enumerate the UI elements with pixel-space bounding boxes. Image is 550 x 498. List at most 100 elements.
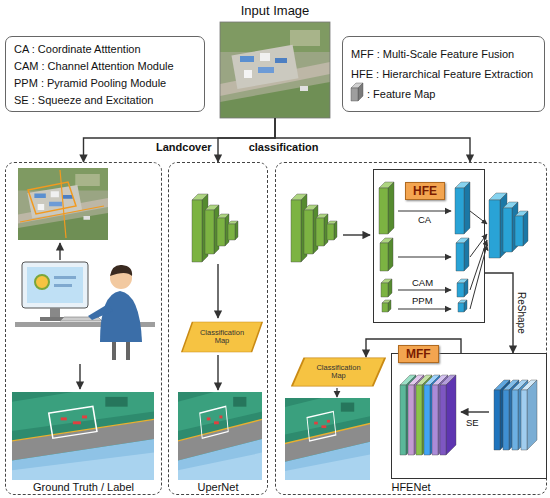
parallelogram-outline bbox=[292, 358, 385, 386]
feature-map bbox=[217, 218, 225, 246]
screen-icon bbox=[54, 276, 76, 279]
legend-line: CA : Coordinate Atttention bbox=[14, 41, 196, 58]
chair-leg bbox=[112, 342, 116, 360]
feature-map bbox=[291, 200, 301, 262]
person-body bbox=[100, 291, 142, 342]
input-image: Input Image bbox=[220, 22, 330, 118]
feature-map bbox=[503, 208, 512, 252]
legend-line: SE : Squeeze and Excitation bbox=[14, 92, 196, 109]
arrow bbox=[343, 234, 370, 235]
arrow bbox=[59, 243, 60, 260]
arrow bbox=[336, 388, 337, 397]
classification-map: Classification Map bbox=[181, 321, 263, 353]
feature-map bbox=[464, 279, 468, 297]
feature-map bbox=[380, 243, 388, 271]
feature-map bbox=[408, 385, 414, 455]
feature-map bbox=[382, 303, 388, 312]
classification-map: Classification Map bbox=[291, 357, 386, 387]
image-title: Input Image bbox=[180, 3, 370, 18]
feature-map bbox=[509, 380, 519, 450]
abbreviation-box: CA : Coordinate AtttentionCAM : Channel … bbox=[5, 36, 205, 112]
feature-map bbox=[512, 390, 518, 450]
panel-title: HFENet bbox=[276, 481, 546, 493]
feature-map bbox=[456, 243, 464, 271]
feature-map bbox=[192, 200, 202, 262]
feature-map bbox=[457, 283, 464, 297]
monitor bbox=[22, 262, 88, 308]
map-label: Classification Map bbox=[311, 364, 366, 381]
feature-map bbox=[228, 224, 235, 240]
connector bbox=[366, 339, 461, 357]
arrow bbox=[398, 289, 451, 290]
connector-label: ReShape bbox=[516, 292, 527, 334]
feature-map bbox=[388, 182, 394, 234]
operation-label: CA bbox=[418, 214, 431, 225]
feature-map bbox=[235, 221, 238, 240]
feature-map bbox=[440, 385, 446, 455]
feature-map bbox=[503, 390, 509, 450]
feature-map bbox=[388, 279, 392, 297]
monitor-screen bbox=[27, 267, 83, 303]
method-panel: UperNet Classification Map bbox=[168, 162, 268, 495]
ground-truth-map bbox=[12, 392, 154, 480]
feature-map bbox=[489, 200, 500, 258]
module-tag: HFE bbox=[405, 182, 445, 200]
screen-icon bbox=[35, 275, 49, 289]
feature-map bbox=[388, 238, 393, 271]
connector bbox=[275, 118, 470, 162]
chair-leg bbox=[126, 342, 130, 360]
feature-map bbox=[327, 224, 334, 240]
feature-map bbox=[464, 300, 467, 312]
module-box: MFF bbox=[391, 353, 547, 479]
annotation-outline bbox=[20, 170, 104, 238]
feature-map bbox=[523, 211, 528, 246]
feature-map bbox=[432, 385, 438, 455]
arrow bbox=[217, 355, 218, 390]
operation-label: CAM bbox=[412, 277, 433, 288]
person-hair bbox=[110, 265, 132, 276]
feature-map bbox=[527, 380, 537, 450]
feature-map bbox=[381, 283, 388, 297]
legend-line: : Feature Map bbox=[351, 84, 536, 104]
legend-line: MFF : Multi-Scale Feature Fusion bbox=[351, 44, 536, 64]
connector bbox=[84, 118, 276, 162]
module-tag: MFF bbox=[398, 345, 439, 363]
arrow bbox=[398, 308, 451, 309]
map-label: Classification Map bbox=[198, 329, 246, 346]
operation-label: SE bbox=[466, 417, 479, 428]
method-panel: HFENet HFE MFF Classification Map bbox=[275, 162, 547, 495]
panel-title: Ground Truth / Label bbox=[6, 481, 161, 493]
connector bbox=[485, 273, 513, 353]
legend-line: CAM : Channel Attention Module bbox=[14, 58, 196, 75]
legend-line: PPM : Pyramid Pooling Module bbox=[14, 75, 196, 92]
annotation-outline bbox=[28, 182, 76, 214]
annotated-satellite-image bbox=[18, 168, 108, 240]
feature-map bbox=[518, 380, 528, 450]
feature-map bbox=[334, 221, 337, 240]
feature-map bbox=[416, 385, 422, 455]
feature-map bbox=[455, 188, 464, 234]
arrow bbox=[461, 411, 489, 412]
feature-map bbox=[458, 303, 464, 312]
person-arm bbox=[88, 304, 113, 320]
arrow bbox=[217, 264, 218, 318]
connector bbox=[218, 118, 275, 162]
feature-map bbox=[316, 218, 324, 246]
feature-map bbox=[205, 210, 214, 254]
operation-label: PPM bbox=[412, 295, 433, 306]
arrow bbox=[398, 210, 451, 211]
feature-map bbox=[446, 375, 456, 455]
image-frame bbox=[220, 22, 330, 118]
feature-map bbox=[515, 216, 523, 246]
arrow bbox=[398, 256, 451, 257]
feature-map bbox=[464, 182, 470, 234]
feature-map bbox=[521, 390, 527, 450]
feature-map bbox=[400, 385, 406, 455]
panel-title: UperNet bbox=[169, 481, 267, 493]
hfenet-result-map bbox=[285, 398, 370, 480]
flow-caption: Landcover classification bbox=[156, 142, 318, 153]
input-satellite-image bbox=[220, 22, 330, 118]
screen-icon bbox=[54, 284, 72, 287]
arrow bbox=[79, 364, 80, 389]
